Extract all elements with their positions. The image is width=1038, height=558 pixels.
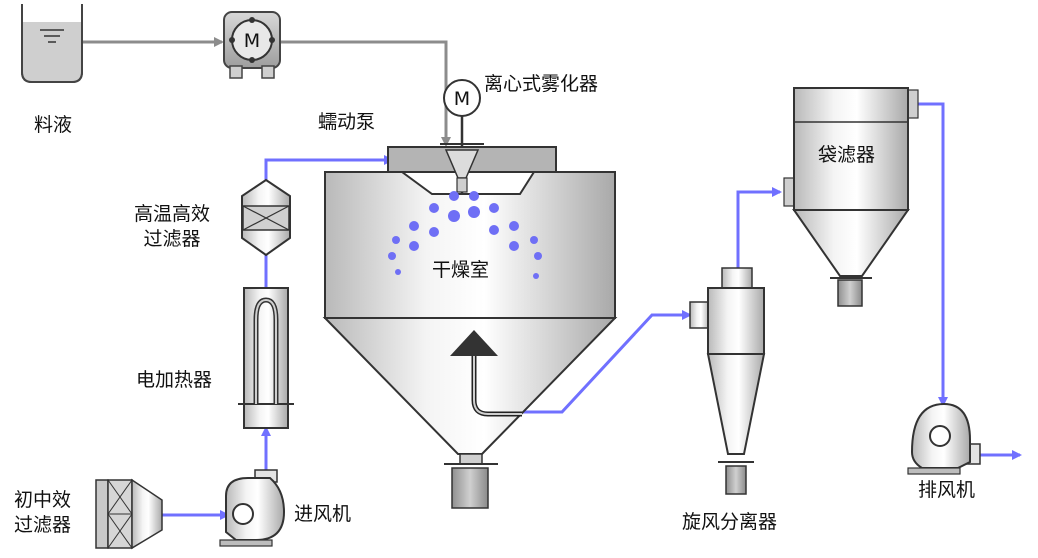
cyclone-separator [689, 267, 766, 495]
spray-droplet [534, 252, 542, 260]
electric-heater [238, 287, 294, 429]
spray-droplet [489, 203, 499, 213]
label-drying-chamber: 干燥室 [432, 259, 490, 281]
spray-droplet [448, 210, 460, 222]
drying-chamber [322, 146, 618, 509]
spray-droplet [449, 191, 459, 201]
spray-droplet [409, 221, 419, 231]
spray-droplet [509, 241, 519, 251]
inlet-fan [219, 469, 286, 547]
spray-droplet [469, 191, 479, 201]
label-electric-heater: 电加热器 [136, 369, 213, 391]
air-flow-lines [162, 102, 1022, 520]
label-primary-filter: 初中效 过滤器 [14, 489, 72, 536]
spray-droplet [388, 252, 396, 260]
air-line-bag-to-exhaust [918, 102, 948, 407]
spray-droplet [429, 203, 439, 213]
spray-droplet [489, 225, 499, 235]
spray-droplet [509, 221, 519, 231]
liquid-level-icon [40, 29, 64, 43]
spray-droplet [468, 206, 480, 218]
air-line-hepa-to-dryer [264, 155, 394, 180]
spray-droplet [392, 236, 400, 244]
spray-droplets [388, 191, 542, 279]
spray-droplet [533, 273, 539, 279]
spray-droplet [409, 241, 419, 251]
label-feed-liquid: 料液 [34, 114, 73, 136]
spray-droplet [530, 236, 538, 244]
label-exhaust-fan: 排风机 [918, 479, 976, 501]
spray-droplet [395, 269, 401, 275]
atomizer-motor-symbol: M [454, 88, 470, 110]
primary-filter [95, 478, 163, 550]
label-hepa-filter: 高温高效 过滤器 [134, 203, 211, 250]
feed-tank [21, 4, 83, 83]
pump-motor-symbol: M [244, 30, 260, 52]
exhaust-fan [907, 402, 981, 475]
hepa-filter [241, 178, 291, 257]
label-cyclone-separator: 旋风分离器 [682, 511, 778, 533]
label-bag-filter: 袋滤器 [818, 144, 876, 166]
air-line-dryer-to-cyclone [522, 310, 692, 414]
label-inlet-fan: 进风机 [294, 503, 352, 525]
liquid-feed-line [80, 37, 451, 147]
peristaltic-pump: M [223, 11, 281, 79]
label-peristaltic-pump: 蠕动泵 [318, 111, 376, 133]
bag-filter [783, 87, 919, 307]
air-line-cyclone-to-bag [736, 187, 782, 268]
label-centrifugal-atomizer: 离心式雾化器 [484, 73, 599, 95]
spray-droplet [429, 227, 439, 237]
